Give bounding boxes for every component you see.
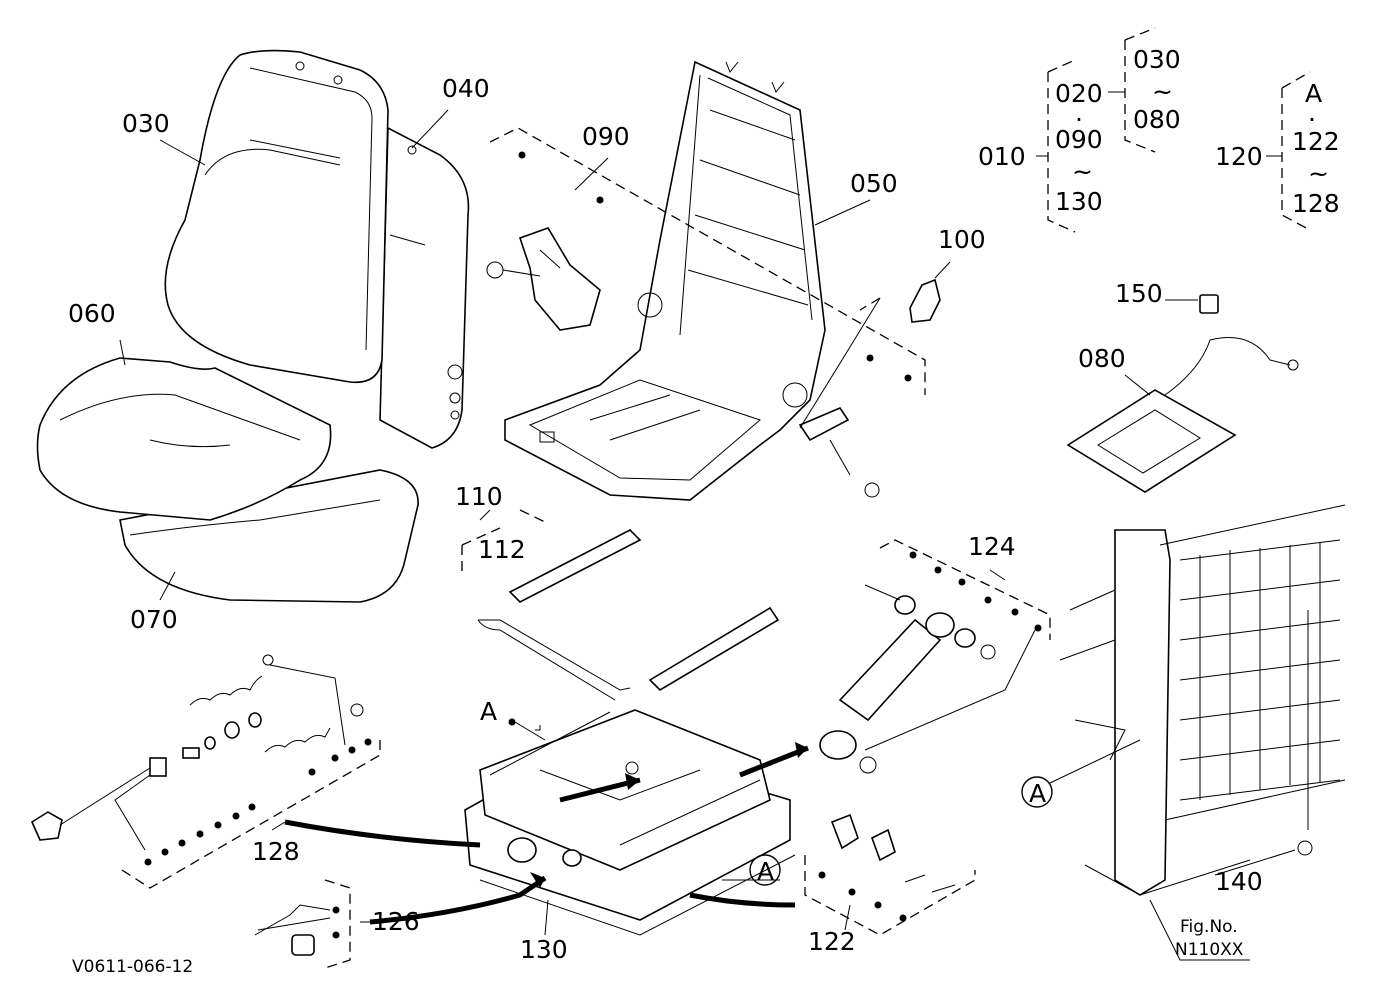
label-128: 128	[252, 837, 300, 866]
label-124: 124	[968, 532, 1016, 561]
seat-switch	[1066, 294, 1299, 493]
label-060: 060	[68, 299, 116, 328]
group-010-sub-080: 080	[1133, 105, 1181, 134]
suspension-base	[464, 709, 796, 936]
fig-no-label: Fig.No.	[1180, 917, 1238, 937]
group-010-item-130: 130	[1055, 187, 1103, 216]
seat-frame	[504, 60, 826, 501]
group-010-item-090: 090	[1055, 125, 1103, 154]
label-112: 112	[478, 535, 526, 564]
label-110: 110	[455, 482, 503, 511]
label-080: 080	[1078, 344, 1126, 373]
group-010-legend: 010 020 · 090 ~ 130 030 ~ 080	[978, 45, 1181, 216]
leader-lines	[114, 91, 1296, 961]
group-010-sub-tilde: ~	[1152, 77, 1173, 106]
group-120-dot: ·	[1308, 105, 1316, 134]
fig-no-value: N110XX	[1175, 940, 1244, 960]
group-010-root: 010	[978, 142, 1026, 171]
ref-label-a-circle-2: A	[1029, 779, 1046, 808]
label-126: 126	[372, 907, 420, 936]
seat-cushion	[36, 357, 419, 603]
group-010-item-020: 020	[1055, 79, 1103, 108]
drawing-code: V0611-066-12	[72, 957, 193, 977]
group-120-item-122: 122	[1292, 127, 1340, 156]
label-150: 150	[1115, 279, 1163, 308]
group-120-item-128: 128	[1292, 189, 1340, 218]
label-050: 050	[850, 169, 898, 198]
part-labels: 030 040 050 060 070 090 100 110 112 122 …	[68, 74, 1263, 964]
ref-label-a-circle-1: A	[757, 857, 774, 886]
group-010-tilde: ~	[1072, 157, 1093, 186]
callout-a-circle	[749, 776, 1053, 886]
label-100: 100	[938, 225, 986, 254]
cab-wall	[1059, 504, 1346, 896]
group-120-legend: 120 A · 122 ~ 128	[1215, 79, 1340, 218]
label-140: 140	[1215, 867, 1263, 896]
assembly-arrows	[284, 742, 809, 925]
weight-adjust-parts	[30, 654, 364, 841]
seat-belt-buckle	[486, 227, 880, 498]
group-120-tilde: ~	[1308, 159, 1329, 188]
group-120-item-a: A	[1305, 79, 1322, 108]
seat-back-cushion	[164, 49, 470, 449]
label-030: 030	[122, 109, 170, 138]
group-120-root: 120	[1215, 142, 1263, 171]
shock-absorber	[819, 584, 996, 774]
label-122: 122	[808, 927, 856, 956]
group-010-dot: ·	[1075, 105, 1083, 134]
ref-label-a-base: A	[480, 697, 497, 726]
label-040: 040	[442, 74, 490, 103]
kit-marker-dots	[144, 151, 1042, 939]
label-090: 090	[582, 122, 630, 151]
label-070: 070	[130, 605, 178, 634]
cab-grille	[1179, 539, 1341, 801]
recline-lever	[909, 278, 941, 323]
label-130: 130	[520, 935, 568, 964]
group-010-sub-030: 030	[1133, 45, 1181, 74]
slide-rails	[477, 529, 780, 701]
dashed-group-outlines	[121, 27, 1311, 969]
small-parts	[254, 813, 956, 956]
